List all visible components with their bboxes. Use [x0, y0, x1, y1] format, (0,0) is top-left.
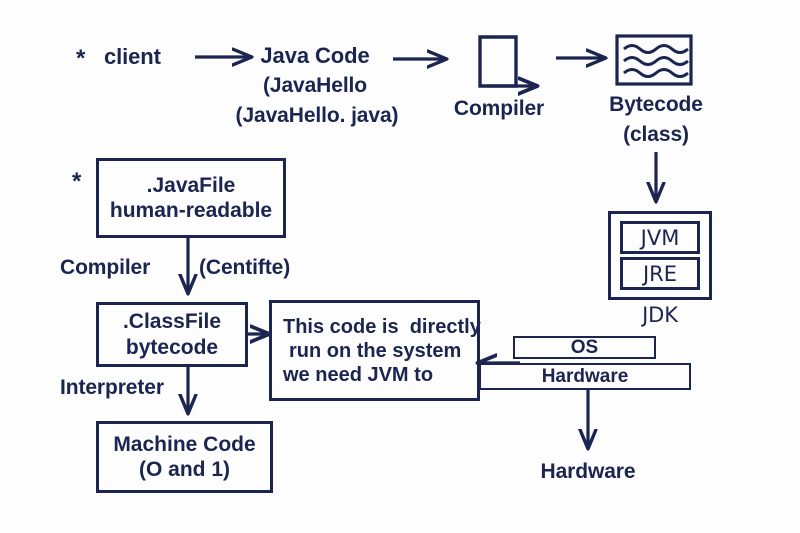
jvm-label: JVM — [640, 225, 680, 250]
note-box: This code is directly run on the system … — [269, 300, 481, 401]
bytecode-label-line1: Bytecode — [609, 93, 703, 116]
class-file-box: .ClassFile bytecode — [96, 302, 248, 367]
bullet-asterisk-javafile: * — [72, 168, 82, 195]
compiler-label-left: Compiler — [60, 256, 151, 279]
compiler-label-top: Compiler — [453, 97, 545, 120]
centifte-label: (Centifte) — [199, 256, 291, 279]
hardware-label: Hardware — [541, 365, 629, 387]
machine-code-box-line1: Machine Code — [113, 432, 256, 456]
java-code-label-line3: (JavaHello. java) — [235, 104, 399, 127]
jdk-box — [608, 211, 712, 300]
client-label: client — [104, 44, 161, 69]
java-file-box-line1: .JavaFile — [146, 173, 236, 197]
hardware-bottom-label: Hardware — [540, 460, 636, 483]
machine-code-box: Machine Code (O and 1) — [96, 421, 273, 493]
bytecode-wave-1 — [623, 44, 689, 54]
bytecode-wave-2 — [623, 56, 689, 66]
os-box: OS — [513, 336, 656, 359]
class-file-box-line2: bytecode — [125, 335, 219, 359]
note-box-line3: we need JVM to — [283, 363, 434, 386]
jre-label: JRE — [642, 261, 678, 286]
class-file-box-line1: .ClassFile — [122, 310, 222, 334]
interpreter-label: Interpreter — [60, 376, 164, 399]
bytecode-label-line2: (class) — [623, 123, 689, 146]
machine-code-box-line2: (O and 1) — [138, 458, 230, 481]
java-code-label-line1: Java Code — [260, 43, 370, 68]
bullet-asterisk-client: * — [76, 45, 86, 72]
jdk-label: JDK — [642, 303, 678, 327]
java-file-box-line2: human-readable — [109, 199, 273, 222]
bytecode-wave-3 — [623, 68, 689, 78]
note-box-line2: run on the system — [289, 339, 462, 362]
java-file-box: .JavaFile human-readable — [96, 158, 286, 238]
jre-box: JRE — [620, 257, 700, 290]
bytecode-wavy-icon-frame — [615, 34, 693, 86]
note-box-line1: This code is directly — [283, 315, 481, 338]
jvm-box: JVM — [620, 221, 700, 254]
compiler-box-icon — [478, 35, 518, 88]
os-label: OS — [570, 336, 599, 358]
hardware-box: Hardware — [479, 363, 691, 390]
java-code-label-line2: (JavaHello — [262, 74, 368, 97]
